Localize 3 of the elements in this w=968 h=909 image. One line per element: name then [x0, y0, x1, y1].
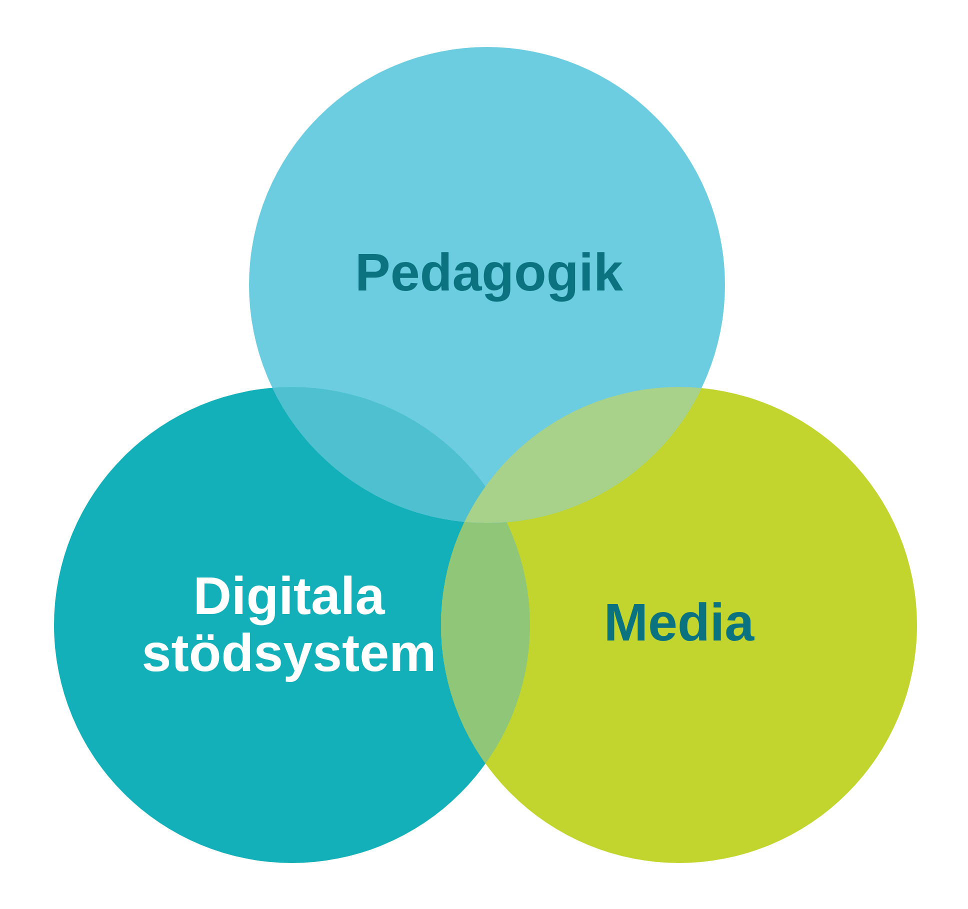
circle-label: Media	[604, 594, 754, 652]
circle-label: Pedagogik	[355, 244, 623, 302]
circle-label: Digitala stödsystem	[140, 568, 438, 682]
